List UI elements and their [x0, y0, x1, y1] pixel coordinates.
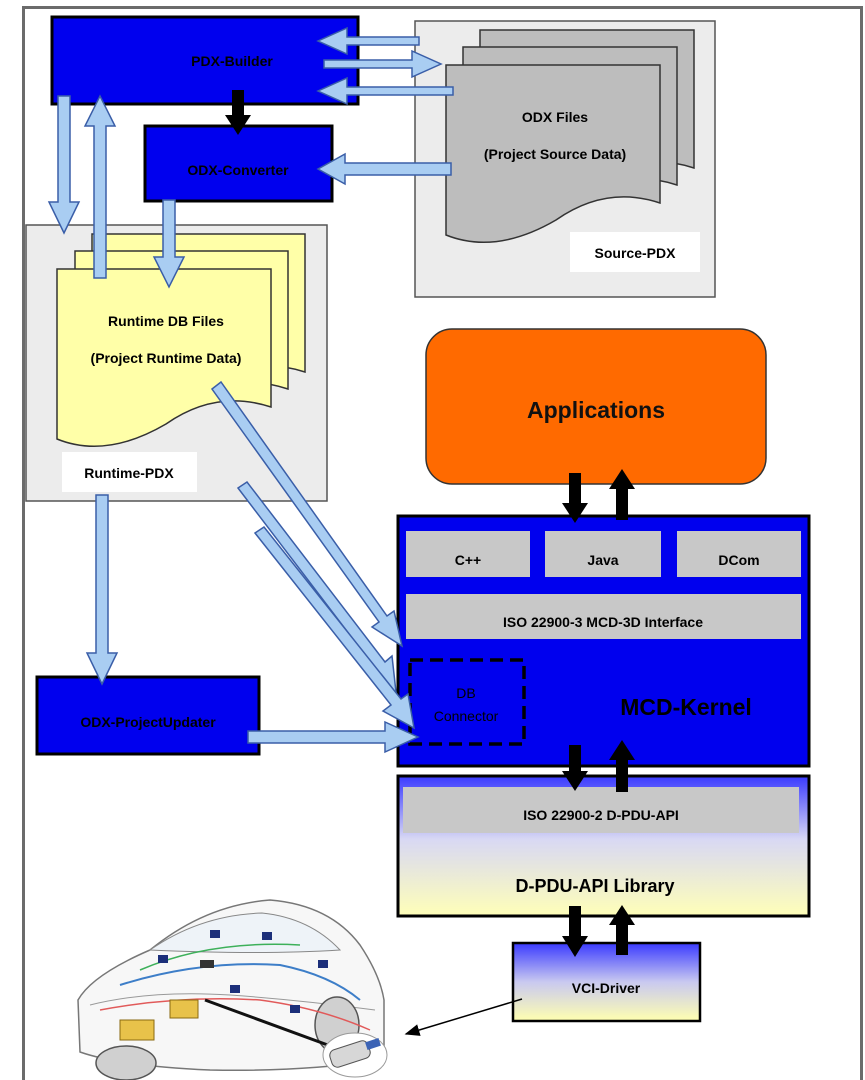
runtime-pdx-label: Runtime-PDX — [84, 465, 174, 481]
control-flow-arrows — [225, 90, 635, 957]
arrow-dpdu-to-vci — [562, 906, 588, 957]
dpdu-api-label: ISO 22900-2 D-PDU-API — [523, 807, 679, 823]
arrow-updater-to-connector — [247, 720, 420, 754]
cpp-interface-box — [406, 531, 530, 577]
pdx-builder-box — [50, 15, 360, 106]
db-connector-label: DB — [456, 685, 475, 701]
arrow-runtime-to-builder — [83, 94, 117, 279]
arrow-odx-to-converter — [316, 152, 452, 186]
odx-project-updater-label: ODX-ProjectUpdater — [80, 714, 216, 730]
dcom-interface-label: DCom — [718, 552, 759, 568]
odx-converter-label: ODX-Converter — [187, 162, 289, 178]
car-illustration — [77, 899, 388, 1080]
odx-files-sublabel: (Project Source Data) — [484, 146, 626, 162]
arrow-builder-to-converter — [225, 90, 251, 135]
java-interface-label: Java — [587, 552, 618, 568]
car-front-wheel — [95, 1045, 157, 1080]
dpdu-api-interface-box — [403, 787, 799, 833]
runtime-db-files-sublabel: (Project Runtime Data) — [91, 350, 242, 366]
arrow-converter-to-runtime — [152, 199, 186, 289]
applications-box — [425, 328, 767, 485]
source-pdx-label: Source-PDX — [595, 245, 677, 261]
mcd-kernel-label: MCD-Kernel — [620, 694, 752, 720]
runtime-db-files-stack — [56, 233, 306, 448]
runtime-pdx-label-bg — [62, 452, 197, 492]
arrow-runtime-to-updater — [85, 494, 119, 686]
mcd3d-interface-label: ISO 22900-3 MCD-3D Interface — [503, 614, 703, 630]
arrow-builder-to-source-top — [316, 26, 420, 56]
arrow-builder-to-runtime — [47, 95, 81, 235]
dpdu-library-label: D-PDU-API Library — [515, 876, 674, 896]
arrow-vci-to-car — [404, 998, 523, 1036]
odx-files-stack — [445, 29, 695, 244]
arrow-vci-to-dpdu — [609, 905, 635, 955]
arrow-runtime-to-connector-1 — [210, 380, 404, 648]
arrow-apps-to-kernel — [562, 473, 588, 523]
data-flow-arrows — [47, 26, 454, 754]
dcom-interface-box — [677, 531, 801, 577]
source-pdx-label-bg — [570, 232, 700, 272]
arrow-runtime-to-connector-2 — [236, 480, 397, 694]
vci-driver-label: VCI-Driver — [572, 980, 641, 996]
obd-connector-icon — [322, 1032, 388, 1078]
vci-driver-box — [511, 941, 702, 1023]
java-interface-box — [545, 531, 661, 577]
arrow-kernel-to-apps — [609, 469, 635, 520]
pdx-builder-label: PDX-Builder — [191, 53, 273, 69]
mcd3d-interface-box — [406, 594, 801, 639]
arrow-source-to-builder — [316, 76, 454, 106]
arrow-dpdu-to-kernel — [609, 740, 635, 792]
runtime-db-files-label: Runtime DB Files — [108, 313, 224, 329]
odx-files-label: ODX Files — [522, 109, 588, 125]
arrow-kernel-to-dpdu — [562, 745, 588, 791]
outer-frame — [22, 6, 863, 1080]
odx-project-updater-box — [35, 675, 261, 756]
applications-label: Applications — [527, 397, 665, 423]
db-connector-sublabel: Connector — [434, 708, 499, 724]
cpp-interface-label: C++ — [455, 552, 481, 568]
arrow-builder-to-source-mid — [323, 49, 443, 79]
arrow-runtime-to-connector-3 — [253, 525, 416, 730]
